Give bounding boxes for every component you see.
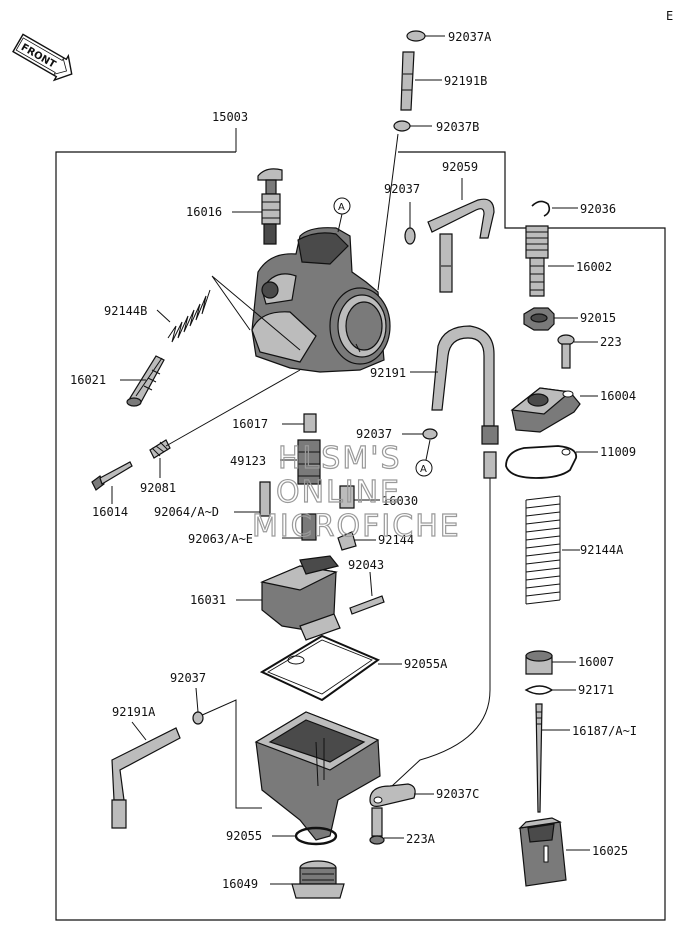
label-92037c: 92037C	[436, 787, 479, 801]
float-bowl	[254, 711, 381, 841]
label-16002: 16002	[576, 260, 612, 274]
label-92064: 92064/A~D	[154, 505, 219, 519]
clip-92037-lower	[192, 687, 204, 725]
label-92037a: 92037A	[448, 30, 492, 44]
front-direction-badge: FRONT	[12, 33, 73, 82]
label-92081: 92081	[140, 481, 176, 495]
label-92055: 92055	[226, 829, 262, 843]
label-16016: 16016	[186, 205, 222, 219]
gasket-92055a	[259, 634, 402, 702]
spring-92144a	[525, 495, 580, 605]
pin-92043	[349, 571, 385, 615]
watermark-line-3: MICROFICHE	[252, 509, 461, 544]
clip-92171	[524, 685, 576, 695]
main-jet-92063	[282, 513, 317, 541]
label-92037-upper: 92037	[384, 182, 420, 196]
label-11009: 11009	[600, 445, 636, 459]
label-92171: 92171	[578, 683, 614, 697]
oring-92055	[272, 826, 338, 846]
needle-jet-16017	[282, 413, 317, 433]
cap-16002	[525, 225, 574, 297]
label-92063: 92063/A~E	[188, 532, 253, 546]
label-16187: 16187/A~I	[572, 724, 637, 738]
label-223a: 223A	[406, 832, 436, 846]
label-223: 223	[600, 335, 622, 349]
page-corner-mark: E	[666, 9, 673, 23]
label-16049: 16049	[222, 877, 258, 891]
clip-92037-upper	[404, 202, 416, 245]
label-92036: 92036	[580, 202, 616, 216]
label-92144: 92144	[378, 533, 414, 547]
tube-92191b	[400, 51, 442, 111]
label-92191a: 92191A	[112, 705, 156, 719]
screw-223	[557, 334, 598, 369]
watermark: HLSM'S ONLINE MICROFICHE	[251, 440, 461, 544]
vent-line-guide	[377, 133, 399, 291]
watermark-line-2: ONLINE	[276, 475, 401, 510]
tube-92059	[427, 178, 495, 293]
label-92037b: 92037B	[436, 120, 479, 134]
gasket-11009	[505, 445, 598, 479]
plug-16049	[270, 860, 345, 899]
assembly-frame	[55, 151, 666, 921]
label-16030: 16030	[382, 494, 418, 508]
label-16017: 16017	[232, 417, 268, 431]
jet-49123	[280, 439, 321, 485]
pilot-jet-92064	[234, 481, 271, 517]
label-92144b: 92144B	[104, 304, 147, 318]
label-92055a: 92055A	[404, 657, 448, 671]
needle-16187	[535, 703, 570, 813]
label-92043: 92043	[348, 558, 384, 572]
svg-text:A: A	[338, 202, 345, 213]
label-92037-middle: 92037	[356, 427, 392, 441]
starter-16030	[339, 485, 380, 509]
label-92144a: 92144A	[580, 543, 624, 557]
spring-92144b	[156, 275, 301, 351]
carburetor-body	[251, 227, 391, 373]
label-92037-lower: 92037	[170, 671, 206, 685]
label-16025: 16025	[592, 844, 628, 858]
label-92059: 92059	[442, 160, 478, 174]
clip-92036	[531, 200, 578, 217]
plug-16016	[232, 168, 283, 245]
callout-a-upper: A	[333, 197, 351, 233]
tube-92191a	[111, 721, 181, 829]
bracket-92037c	[369, 783, 434, 807]
idle-spring-92081	[149, 369, 301, 478]
label-16014: 16014	[92, 505, 128, 519]
top-plate-16004	[510, 387, 598, 433]
holder-16007	[525, 650, 576, 675]
clip-92037-middle: A	[402, 428, 438, 477]
label-92191b: 92191B	[444, 74, 487, 88]
label-92015: 92015	[580, 311, 616, 325]
plug-92144	[337, 531, 376, 551]
bowl-vent-guide	[199, 699, 262, 809]
clip-92037a	[406, 30, 445, 42]
screw-223a	[369, 807, 404, 845]
label-16007: 16007	[578, 655, 614, 669]
label-15003: 15003	[212, 110, 248, 124]
throttle-slide-16031	[236, 555, 341, 641]
nut-92015	[523, 307, 578, 331]
svg-text:A: A	[420, 464, 427, 475]
label-16004: 16004	[600, 389, 636, 403]
clip-92037b	[393, 120, 432, 132]
label-92191: 92191	[370, 366, 406, 380]
screw-16021	[120, 355, 165, 407]
label-49123: 49123	[230, 454, 266, 468]
label-16031: 16031	[190, 593, 226, 607]
idle-screw-16014	[91, 461, 133, 504]
label-16021: 16021	[70, 373, 106, 387]
tube-92191	[391, 325, 499, 787]
throttle-valve-16025	[518, 817, 590, 887]
watermark-line-1: HLSM'S	[278, 441, 402, 476]
